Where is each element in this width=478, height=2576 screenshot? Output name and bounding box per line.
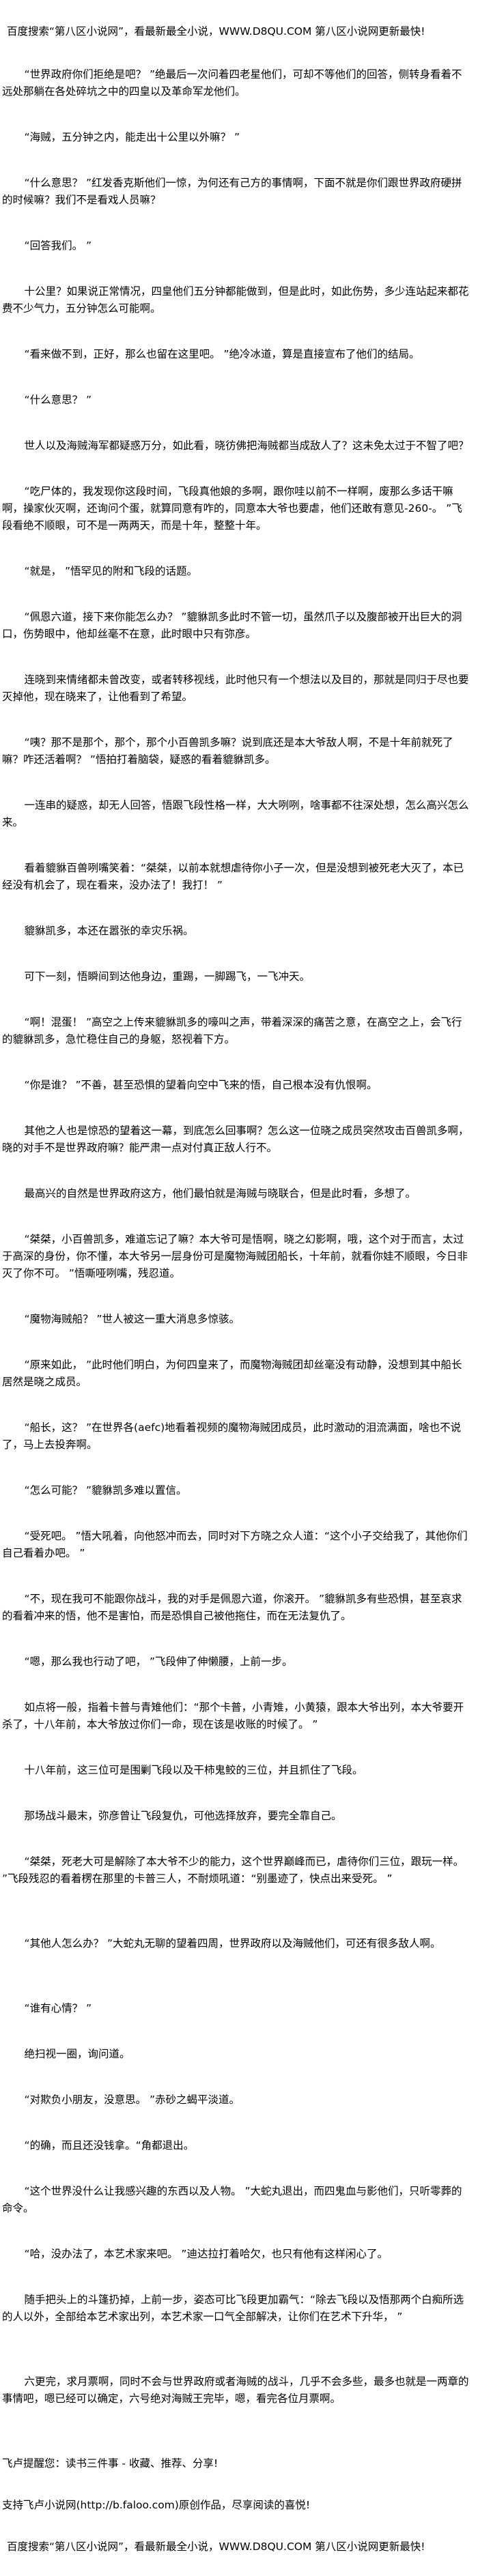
story-paragraph: 随手把头上的斗篷扔掉，上前一步，姿态可比飞段更加霸气：“除去飞段以及悟那两个白痴… (2, 2293, 464, 2323)
story-paragraph: 绝扫视一圈，询问道。 (24, 2048, 130, 2060)
story-paragraph: “就是， ”悟罕见的附和飞段的话题。 (24, 565, 198, 577)
story-paragraph: “回答我们。 ” (24, 240, 92, 252)
story-paragraph: “世界政府你们拒绝是吧？ ”绝最后一次问着四老星他们，可却不等他们的回答，侧转身… (2, 68, 462, 98)
story-paragraph: 看着貔貅百兽咧嘴笑着：“桀桀，以前本就想虐待你小子一次，但是没想到被死老大灭了，… (2, 862, 464, 891)
story-paragraph: 一连串的疑惑，却无人回答，悟跟飞段性格一样，大大咧咧，啥事都不往深处想，怎么高兴… (2, 799, 469, 828)
story-paragraph: “桀桀，小百兽凯多，难道忘记了嘛？本大爷可是悟啊，晓之幻影啊，哦，这个对于而言，… (2, 1233, 468, 1279)
story-paragraph: 十公里？如果说正常情况，四皇他们五分钟都能做到，但是此时，如此伤势，多少连站起来… (2, 285, 469, 315)
story-paragraph: “哈，没办法了，本艺术家来吧。 ”迪达拉打着哈欠，也只有他有这样闲心了。 (24, 2248, 389, 2260)
story-paragraph: “受死吧。 ”悟大吼着，向他怒冲而去，同时对下方晓之众人道：“这个小子交给我了，… (2, 1530, 468, 1559)
story-paragraph: 貔貅凯多，本还在嚣张的幸灾乐祸。 (24, 925, 194, 937)
story-paragraph: “你是谁？ ”不善，甚至恐惧的望着向空中飞来的悟，自己根本没有仇恨啊。 (24, 1079, 378, 1091)
story-paragraph: 如点将一般，指着卡普与青雉他们：“那个卡普，小青雉，小黄猿，跟本大爷出列，本大爷… (2, 1701, 464, 1731)
story-paragraph: “对欺负小朋友，没意思。 ”赤砂之蝎平淡道。 (24, 2094, 240, 2106)
story-paragraph: “船长，这？ ”在世界各(aefc)地看着视频的魔物海贼团成员，此时激动的泪流满… (2, 1421, 462, 1451)
support-notice: 支持飞卢小说网(http://b.faloo.com)原创作品，尽享阅读的喜悦! (2, 2499, 311, 2511)
story-paragraph: “什么意思？ ” (24, 394, 92, 406)
story-paragraph: 最高兴的自然是世界政府这方，他们最怕就是海贼与晓联合，但是此时看，多想了。 (24, 1187, 417, 1200)
story-paragraph: 那场战斗最末，弥彦曾让飞段复仇，可他选择放弃，要完全靠自己。 (24, 1810, 342, 1822)
story-paragraph: “这个世界没什么让我感兴趣的东西以及人物。 ”大蛇丸退出，而四鬼血与影他们，只听… (2, 2185, 462, 2214)
story-paragraph: 其他之人也是惊恐的望着这一幕，到底怎么回事啊？怎么这一位晓之成员突然攻击百兽凯多… (2, 1125, 469, 1154)
story-paragraph: “原来如此， ”此时他们明白，为何四皇来了，而魔物海贼团却丝毫没有动静，没想到其… (2, 1359, 462, 1388)
chapter-body: “世界政府你们拒绝是吧？ ”绝最后一次问着四老星他们，可却不等他们的回答，侧转身… (0, 40, 478, 2407)
story-paragraph: “其他人怎么办？ ”大蛇丸无聊的望着四周，世界政府以及海贼他们，可还有很多敌人啊… (24, 1937, 441, 1950)
site-banner-top: 百度搜索“第八区小说网”，看最新最全小说，WWW.D8QU.COM 第八区小说网… (7, 25, 425, 38)
story-paragraph: “吃尸体的，我发现你这段时间，飞段真他娘的多啊，跟你哇以前不一样啊，废那么多话干… (2, 485, 462, 532)
story-paragraph: “看来做不到，正好，那么也留在这里吧。 ”绝冷冰道，算是直接宣布了他们的结局。 (24, 348, 420, 360)
story-paragraph: 十八年前，这三位可是围剿飞段以及干柿鬼鲛的三位，并且抓住了飞段。 (24, 1764, 363, 1776)
story-paragraph: “不，现在我可不能跟你战斗，我的对手是佩恩六道，你滚开。 ”貔貅凯多有些恐惧，甚… (2, 1593, 462, 1622)
story-paragraph: “啊！混蛋！ ”高空之上传来貔貅凯多的嚎叫之声，带着深深的痛苦之意，在高空之上，… (2, 1016, 462, 1045)
reading-reminder: 飞卢提醒您：读书三件事 - 收藏、推荐、分享! (2, 2457, 219, 2470)
story-paragraph: “海贼，五分钟之内，能走出十公里以外嘛？ ” (24, 131, 240, 143)
story-paragraph: “魔物海贼船？ ”世人被这一重大消息多惊骇。 (24, 1313, 240, 1325)
story-paragraph: “的确，而且还没钱拿。“角都退出。 (24, 2139, 195, 2152)
story-paragraph: 六更完，求月票啊，同时不会与世界政府或者海贼的战斗，几乎不会多些，最多也就是一两… (2, 2375, 469, 2405)
story-paragraph: “嗯，那么我也行动了吧， ”飞段伸了伸懒腰，上前一步。 (24, 1655, 293, 1668)
story-paragraph: “咦？那不是那个，那个，那个小百兽凯多嘛？说到底还是本大爷敌人啊，不是十年前就死… (2, 736, 453, 766)
site-banner-bottom: 百度搜索“第八区小说网”，看最新最全小说，WWW.D8QU.COM 第八区小说网… (7, 2541, 425, 2553)
story-paragraph: “怎么可能？ ”貔貅凯多难以置信。 (24, 1484, 187, 1496)
story-paragraph: 世人以及海贼海军都疑惑万分，如此看，晓彷佛把海贼都当成敌人了？这未免太过于不智了… (24, 439, 469, 452)
story-paragraph: “谁有心情？ ” (24, 2002, 92, 2014)
story-paragraph: “佩恩六道，接下来你能怎么办？ ”貔貅凯多此时不管一切，虽然爪子以及腹部被开出巨… (2, 611, 462, 640)
story-paragraph: 连晓到来情绪都未曾改变，或者转移视线，此时他只有一个想法以及目的，那就是同归于尽… (2, 674, 469, 703)
story-paragraph: “什么意思？ ”红发香克斯他们一惊，为何还有己方的事情啊，下面不就是你们跟世界政… (2, 177, 462, 206)
story-paragraph: “桀桀，死老大可是解除了本大爷不少的能力，这个世界巅峰而已，虐待你们三位，跟玩一… (2, 1855, 464, 1885)
story-paragraph: 可下一刻，悟瞬间到达他身边，重踢，一脚踢飞，一飞冲天。 (24, 970, 311, 983)
